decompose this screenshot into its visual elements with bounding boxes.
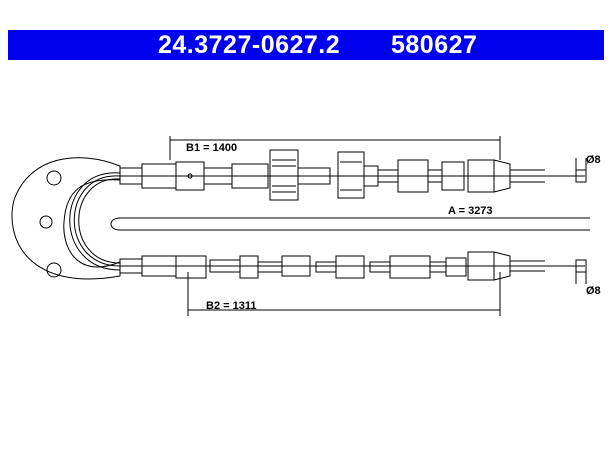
bracket-hole-middle [39,215,53,229]
diameter-label-bottom: Ø8 [586,285,601,297]
cable-bend [73,175,121,267]
article-code: 580627 [391,31,478,59]
bracket-hole-bottom [46,262,62,278]
part-number: 24.3727-0627.2 [158,31,341,59]
header-bar: 24.3727-0627.2 580627 [8,30,604,60]
b2-label: B2 = 1311 [206,300,256,312]
mounting-bracket [11,157,121,280]
bracket-hole-top [46,170,62,186]
upper-nut-2 [337,151,365,199]
a-label: A = 3273 [448,205,493,217]
b1-label: B1 = 1400 [186,142,237,154]
diameter-label-top: Ø8 [586,154,601,166]
dimension-a-guide [110,217,590,231]
